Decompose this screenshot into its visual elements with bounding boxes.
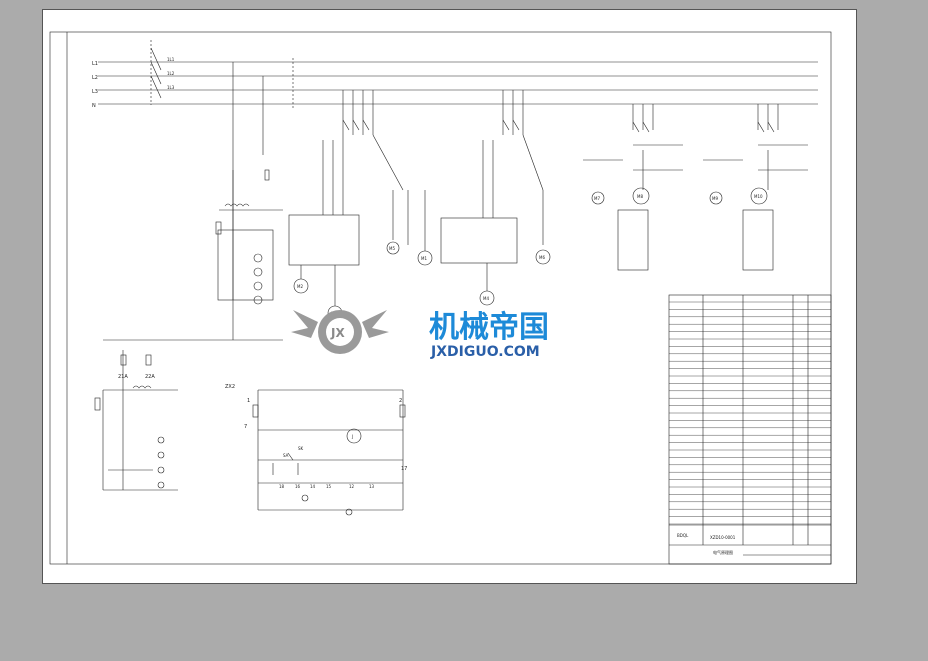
- motor-label-m1: M1: [421, 256, 427, 261]
- inverter-2: [440, 217, 518, 264]
- title-company: BDQL: [677, 533, 689, 538]
- motor-label-m9: M9: [712, 196, 718, 201]
- label-1: 1: [247, 398, 250, 404]
- row-label-5: 13: [369, 484, 375, 489]
- inverter-1: [288, 214, 360, 266]
- row-label-2: 14: [310, 484, 316, 489]
- motor-label-m8: M8: [637, 194, 643, 199]
- motor-m8: [632, 187, 650, 205]
- row-label-3: 15: [326, 484, 332, 489]
- electrical-schematic: L1 L2 L3 N 1L1 1L2 1L3 M1 M2 M3 M4 M5 M6…: [49, 31, 832, 565]
- inner-frame: [49, 31, 832, 565]
- title-block: [668, 294, 832, 565]
- watermark-title: 机械帝国: [429, 310, 549, 345]
- label-17: 17: [401, 466, 407, 472]
- motor-m7: [591, 191, 605, 205]
- bus-label-l2: L2: [92, 75, 98, 81]
- row-label-4: 12: [349, 484, 355, 489]
- label-21a: 21A: [118, 374, 128, 380]
- label-zx2: ZX2: [225, 384, 235, 390]
- label-sa: SA: [283, 453, 289, 458]
- drawing-sheet: L1 L2 L3 N 1L1 1L2 1L3 M1 M2 M3 M4 M5 M6…: [42, 9, 857, 584]
- motor-label-m5: M5: [389, 246, 395, 251]
- motor-label-m6: M6: [539, 255, 545, 260]
- motor-label-m7: M7: [594, 196, 600, 201]
- motor-m10: [750, 187, 768, 205]
- row-label-1: 16: [295, 484, 301, 489]
- label-7: 7: [244, 424, 247, 430]
- motor-label-m10: M10: [754, 194, 763, 199]
- row-label-0: 18: [279, 484, 285, 489]
- control-panel: [217, 229, 274, 301]
- watermark-badge: JX: [330, 326, 345, 340]
- bus-label-l3: L3: [92, 89, 98, 95]
- motor-label-m2: M2: [297, 284, 303, 289]
- motor-m6: [535, 249, 551, 265]
- motor-label-m4: M4: [483, 296, 489, 301]
- label-22a: 22A: [145, 374, 155, 380]
- relay-j: [346, 428, 362, 444]
- motor-m9: [709, 191, 723, 205]
- drive-4: [742, 209, 774, 271]
- bus-label-n: N: [92, 103, 96, 109]
- label-2: 2: [399, 398, 402, 404]
- title-drawing-name: 电气原理图: [713, 549, 733, 555]
- bus-tag-1: 1L1: [167, 57, 175, 62]
- label-sk: SK: [298, 446, 304, 451]
- watermark-gear-icon: JX: [291, 310, 389, 354]
- title-drawing-no: XZD10-0001: [710, 535, 736, 540]
- drive-3: [617, 209, 649, 271]
- bus-label-l1: L1: [92, 61, 98, 67]
- bus-tag-3: 1L3: [167, 85, 175, 90]
- bus-tag-2: 1L2: [167, 71, 175, 76]
- label-j: J: [351, 434, 353, 439]
- watermark-url: JXDIGUO.COM: [430, 344, 540, 360]
- motor-m5: [386, 241, 400, 255]
- watermark: JX 机械帝国 JXDIGUO.COM: [291, 310, 549, 360]
